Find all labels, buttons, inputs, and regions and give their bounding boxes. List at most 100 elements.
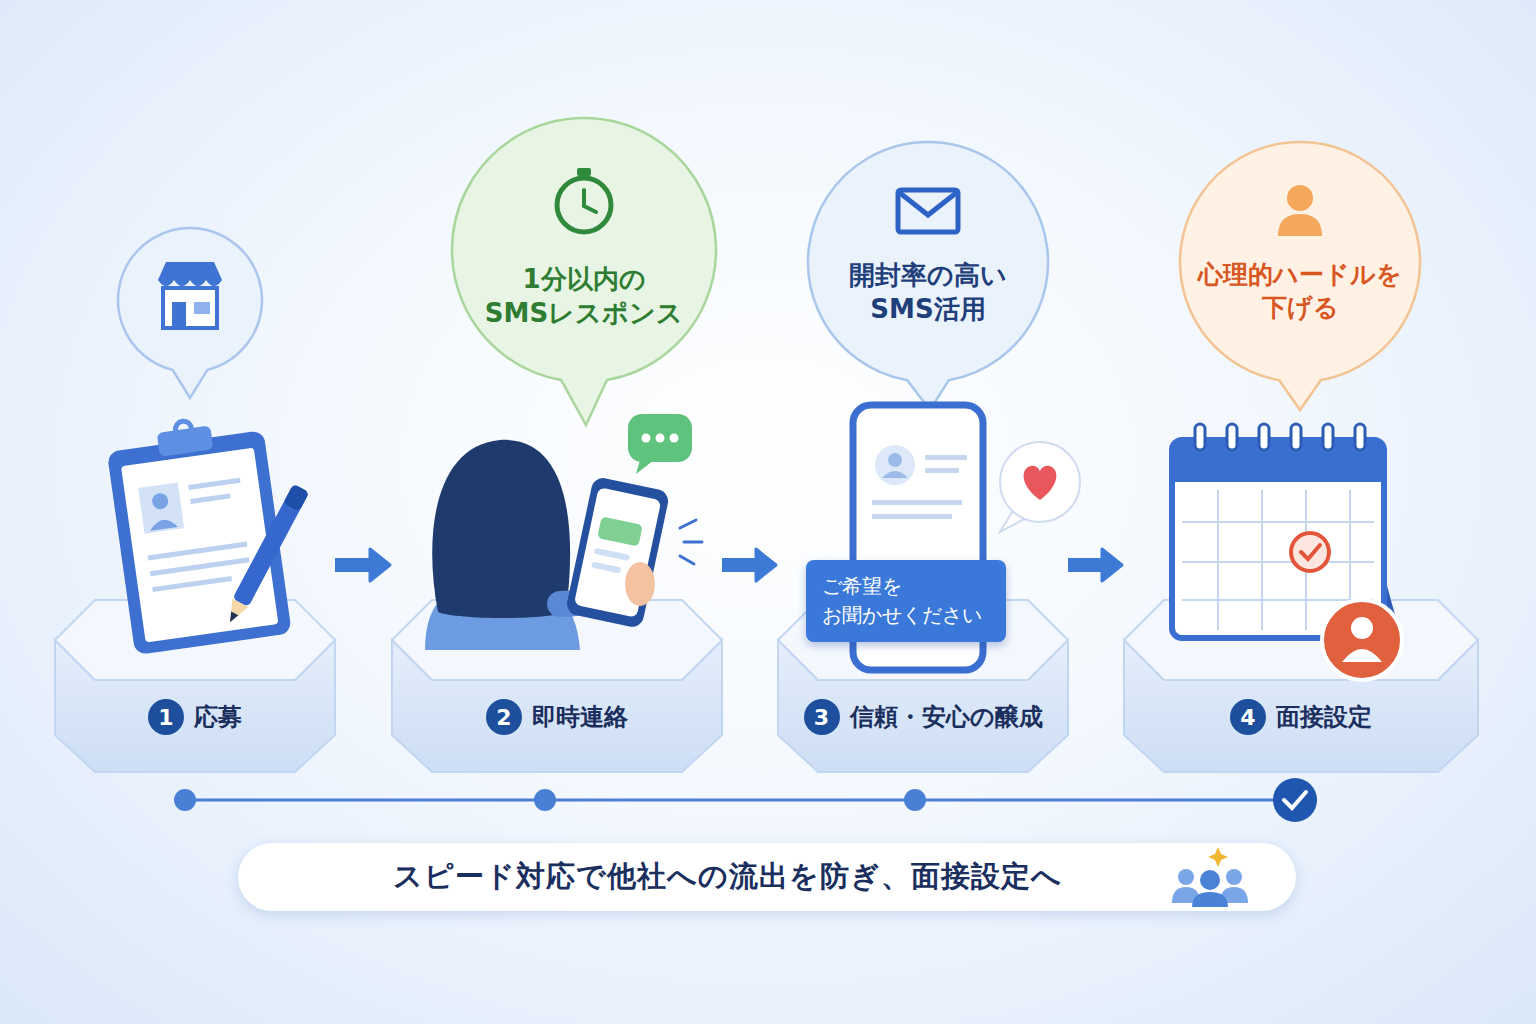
calendar-illustration (1351, 617, 1373, 639)
calendar-illustration (1259, 424, 1269, 450)
store-icon (163, 288, 217, 328)
step-platform: 4 面接設定 (1124, 410, 1478, 775)
summary-pill: スピード対応で他社への流出を防ぎ、面接設定へ (238, 843, 1296, 911)
store-icon (158, 280, 222, 286)
woman-illustration (642, 434, 651, 443)
clipboard-illustration (104, 410, 309, 655)
arrow-head (1102, 549, 1122, 581)
arrow-shaft (335, 558, 372, 572)
woman-illustration (656, 434, 665, 443)
woman-illustration (565, 476, 670, 629)
clipboard-illustration (152, 576, 232, 592)
woman-illustration (425, 414, 702, 650)
people-icon (1192, 892, 1228, 907)
speech-bubble (452, 118, 716, 425)
woman-illustration (628, 414, 692, 462)
timeline (904, 789, 926, 811)
clipboard-illustration (150, 557, 250, 576)
phone-illustration (1024, 466, 1057, 500)
people-icon (1160, 847, 1260, 909)
woman-illustration (636, 460, 654, 474)
mail-icon (898, 190, 958, 232)
sparkle (1208, 847, 1228, 867)
store-icon (194, 302, 210, 314)
flow-arrow (1068, 549, 1122, 581)
flow-arrow (722, 549, 776, 581)
woman-illustration (597, 516, 643, 546)
timeline (174, 789, 196, 811)
store-icon (172, 302, 186, 328)
timeline (1284, 792, 1306, 808)
arrow-head (756, 549, 776, 581)
woman-illustration (625, 562, 655, 606)
clipboard-illustration (148, 542, 248, 561)
timer-icon (557, 168, 611, 232)
bubble-text: 開封率の高い SMS活用 (808, 258, 1048, 327)
clipboard-illustration (149, 518, 178, 531)
step-label-row: 4 面接設定 (1124, 697, 1478, 737)
step-label-row: 3信頼・安心の醸成 (778, 697, 1068, 737)
woman-illustration (680, 520, 702, 564)
clipboard-illustration (104, 410, 292, 655)
person-icon (1278, 214, 1322, 236)
people-icon (1178, 869, 1194, 885)
timer-icon (557, 178, 611, 232)
mail-icon (898, 190, 958, 232)
step-label: 応募 (194, 701, 242, 733)
calendar-illustration (1227, 424, 1237, 450)
timeline (1273, 778, 1317, 822)
clipboard-illustration (222, 484, 309, 627)
clipboard-illustration (138, 483, 184, 534)
calendar-illustration (1342, 649, 1382, 662)
calendar-illustration (1301, 545, 1320, 559)
clipboard-illustration (226, 612, 238, 625)
step-label: 面接設定 (1276, 701, 1372, 733)
store-icon (158, 262, 222, 280)
phone-illustration (888, 453, 902, 467)
people-icon (1200, 870, 1220, 890)
timer-icon (577, 168, 591, 176)
calendar-illustration (1355, 424, 1365, 450)
step-number: 1 (148, 699, 184, 735)
woman-illustration (591, 561, 622, 573)
clipboard-illustration (188, 478, 240, 490)
step-platform: 2 即時連絡 (392, 410, 722, 775)
arrow-head (370, 549, 390, 581)
store-icon (158, 262, 222, 328)
people-icon (1226, 869, 1242, 885)
step-label: 即時連絡 (532, 701, 628, 733)
person-icon (1278, 185, 1322, 236)
woman-illustration (670, 434, 679, 443)
speech-bubble: 開封率の高い SMS活用 (808, 142, 1048, 382)
woman-illustration (594, 548, 630, 561)
summary-text: スピード対応で他社への流出を防ぎ、面接設定へ (393, 857, 1062, 897)
calendar-illustration (1195, 424, 1205, 450)
banner-text: ご希望を お聞かせください (822, 572, 990, 630)
timer-icon (584, 190, 596, 212)
calendar-illustration (1291, 533, 1329, 571)
timeline (174, 778, 1317, 822)
bubble-text: 心理的ハードルを 下げる (1180, 258, 1420, 324)
arrow-shaft (722, 558, 758, 572)
step-platform: 1 応募 (55, 410, 335, 775)
clipboard-illustration (151, 492, 169, 510)
arrow-shaft (1068, 558, 1104, 572)
step-label-row: 1 応募 (55, 697, 335, 737)
calendar-illustration (1322, 600, 1402, 680)
person-icon (1287, 185, 1313, 211)
flow-arrow (335, 549, 390, 581)
step-number: 2 (486, 699, 522, 735)
step-number: 3 (804, 699, 840, 735)
calendar-illustration (1323, 424, 1333, 450)
step-number: 4 (1230, 699, 1266, 735)
woman-illustration (565, 476, 670, 629)
clipboard-illustration (121, 448, 278, 643)
speech-bubble (1180, 142, 1420, 410)
speech-bubble: 心理的ハードルを 下げる (1180, 142, 1420, 382)
step-label-row: 2 即時連絡 (392, 697, 722, 737)
phone-illustration (1000, 442, 1080, 522)
woman-illustration (432, 440, 570, 618)
calendar-illustration (1172, 424, 1402, 680)
phone-illustration (872, 500, 962, 505)
